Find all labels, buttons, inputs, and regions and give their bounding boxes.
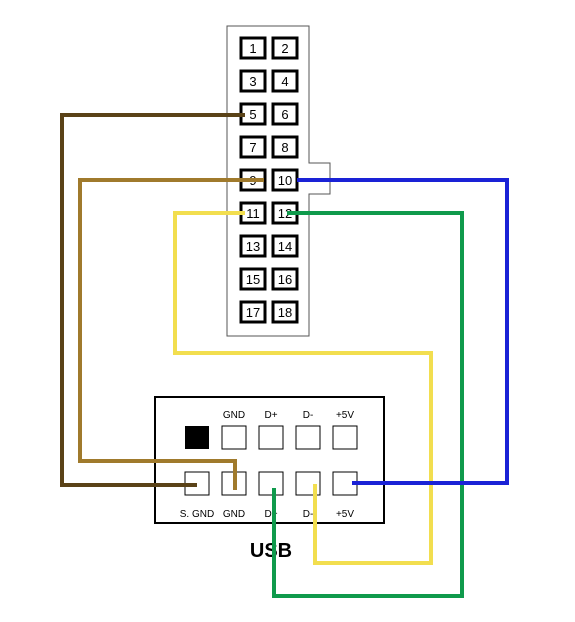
header-pin-box (271, 102, 299, 126)
wire-pin10-to-5v (297, 178, 509, 485)
header-pin-label: 16 (278, 272, 292, 287)
header-pin-2: 2 (271, 36, 299, 60)
usb-bottom-label: D+ (264, 509, 277, 520)
usb-top-row: GND D+ D- +5V (221, 410, 358, 450)
usb-bottom-label: D- (303, 509, 314, 520)
wire-pin9-to-gnd (78, 178, 264, 490)
header-pin-box (239, 135, 267, 159)
header-pin-18: 18 (271, 300, 299, 324)
header-pin-15: 15 (239, 267, 267, 291)
header-pin-12: 12 (271, 201, 299, 225)
header-pin-14: 14 (271, 234, 299, 258)
wires (60, 113, 509, 598)
header-pin-box (271, 36, 299, 60)
header-pin-label: 1 (249, 41, 256, 56)
usb-top-pin (221, 425, 247, 450)
header-pin-box (239, 300, 267, 324)
header-pin-box (271, 69, 299, 93)
header-pin-1: 1 (239, 36, 267, 60)
wire-pin5-to-sgnd (60, 113, 245, 487)
usb-top-pin (258, 425, 284, 450)
header-pin-box (239, 36, 267, 60)
wire-pin12-to-dplus (272, 211, 464, 598)
usb-top-pin (332, 425, 358, 450)
header-pin-16: 16 (271, 267, 299, 291)
usb-top-pin (295, 425, 321, 450)
header-pin-label: 12 (278, 206, 292, 221)
header-pin-13: 13 (239, 234, 267, 258)
header-pin-label: 7 (249, 140, 256, 155)
header-pin-label: 11 (246, 206, 260, 221)
usb-top-label: GND (223, 410, 245, 421)
header-pin-box (271, 300, 299, 324)
usb-connector: GND D+ D- +5V S. GND GND D+ D- +5V USB (154, 396, 385, 562)
header-pin-10: 10 (271, 168, 299, 192)
header-pin-box (239, 69, 267, 93)
header-pin-label: 8 (281, 140, 288, 155)
usb-bottom-label: +5V (336, 509, 354, 520)
header-pin-label: 2 (281, 41, 288, 56)
header-pin-label: 5 (249, 107, 256, 122)
header-pin-box (239, 267, 267, 291)
usb-bottom-pin (258, 471, 284, 496)
header-pin-label: 18 (278, 305, 292, 320)
header-pin-label: 3 (249, 74, 256, 89)
usb-bottom-label: GND (223, 509, 245, 520)
usb-key-block (185, 426, 209, 449)
header-pin-4: 4 (271, 69, 299, 93)
header-pin-label: 6 (281, 107, 288, 122)
header-pin-3: 3 (239, 69, 267, 93)
header-pin-label: 14 (278, 239, 292, 254)
header-pin-box (271, 267, 299, 291)
header-pin-box (239, 234, 267, 258)
header-pin-label: 17 (246, 305, 260, 320)
usb-bottom-row: S. GND GND D+ D- +5V (180, 471, 358, 520)
usb-top-label: D- (303, 410, 314, 421)
header-pin-label: 10 (278, 173, 292, 188)
usb-top-label: +5V (336, 410, 354, 421)
header-pin-6: 6 (271, 102, 299, 126)
header-pin-label: 13 (246, 239, 260, 254)
header-pin-label: 15 (246, 272, 260, 287)
header-pin-box (271, 234, 299, 258)
header-pin-8: 8 (271, 135, 299, 159)
usb-title: USB (250, 540, 292, 562)
header-pin-17: 17 (239, 300, 267, 324)
header-pin-7: 7 (239, 135, 267, 159)
header-pin-box (271, 135, 299, 159)
usb-top-label: D+ (264, 410, 277, 421)
header-pin-label: 4 (281, 74, 288, 89)
wire-pin11-to-dminus (173, 211, 433, 565)
usb-bottom-label: S. GND (180, 509, 214, 520)
